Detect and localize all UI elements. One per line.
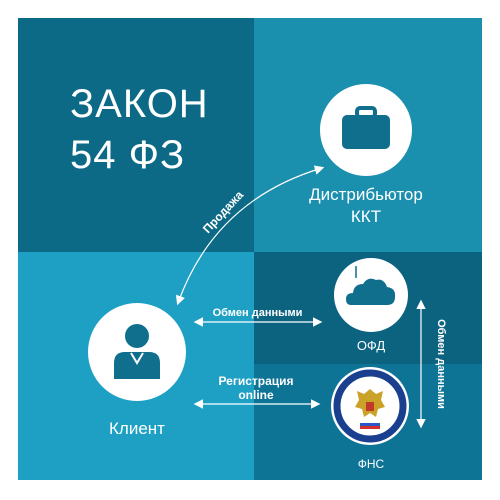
title-line-1: ЗАКОН: [70, 82, 209, 126]
user-icon: [114, 324, 160, 379]
distributor-node: [320, 84, 412, 176]
distributor-label-line1: Дистрибьютор: [309, 185, 423, 204]
registration-label: Регистрация online: [200, 374, 312, 402]
cloud-icon: [346, 278, 396, 305]
ofd-node: [334, 258, 408, 332]
registration-label-line2: online: [238, 388, 274, 402]
client-label: Клиент: [109, 419, 165, 438]
distributor-label: Дистрибьютор ККТ: [290, 184, 442, 228]
client-node: [88, 303, 186, 401]
title-line-2: 54 ФЗ: [70, 133, 186, 177]
registration-label-line1: Регистрация: [218, 374, 294, 388]
tax-service-emblem-icon: [333, 369, 407, 443]
fns-label: ФНС: [357, 457, 385, 471]
distributor-label-line2: ККТ: [350, 207, 382, 226]
data-exchange-label-client-ofd: Обмен данными: [212, 307, 303, 319]
briefcase-icon: [342, 106, 390, 149]
data-exchange-label-ofd-fns: Обмен данными: [435, 319, 447, 409]
ofd-label: ОФД: [356, 338, 386, 353]
fns-node: [331, 367, 409, 445]
